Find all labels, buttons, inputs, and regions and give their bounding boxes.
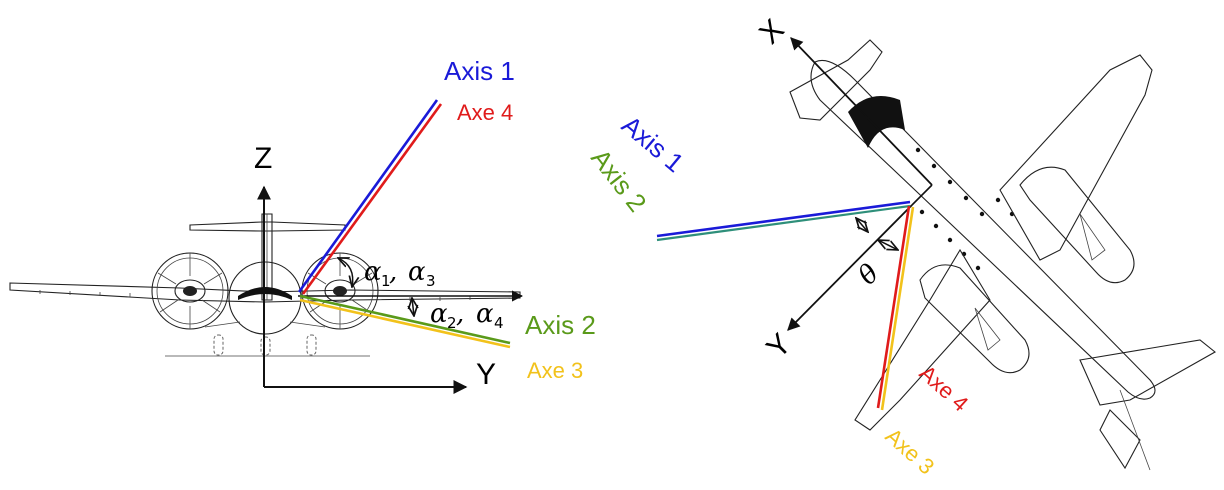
front-sensor-axes (297, 99, 511, 349)
top-axis-2-line (656, 204, 911, 242)
front-axe-3-label: Axe 3 (527, 358, 583, 383)
svg-text:α: α (408, 257, 426, 287)
front-angle-arcs (338, 258, 414, 316)
top-axe-3-label: Axe 3 (881, 423, 940, 479)
top-axe-4-label: Axe 4 (915, 360, 974, 416)
svg-text:1: 1 (381, 272, 391, 290)
aircraft-front-view-drawing (9, 213, 521, 357)
svg-text:,: , (456, 299, 464, 329)
alpha-1-3-arc (338, 258, 353, 287)
alpha-2-4-arc (412, 298, 414, 316)
top-view-panel: X Y θ Axis 1 Axis 2 Axe 4 Axe 3 (585, 13, 1216, 479)
theta-indicator: θ (853, 218, 898, 291)
x-axis-label: X (753, 13, 790, 50)
svg-text:α: α (430, 299, 448, 329)
svg-text:α: α (476, 299, 494, 329)
svg-text:4: 4 (494, 314, 504, 332)
aircraft-top-view-drawing (789, 39, 1216, 471)
y-axis-top-arrow (787, 204, 913, 331)
top-axe-4-line (876, 205, 911, 409)
front-axis-2-label: Axis 2 (525, 310, 596, 340)
alpha-2-4-label: α 2 , α 4 (430, 299, 504, 332)
top-axe-3-line (880, 206, 915, 411)
front-view-panel: Z Y α 1 , α 3 α 2 , α 4 (9, 56, 596, 394)
top-axis-1-line (656, 200, 911, 238)
top-coordinate-axes: X Y (753, 13, 933, 365)
svg-text:α: α (364, 257, 382, 287)
alpha-1-3-label: α 1 , α 3 (364, 257, 436, 290)
y-axis-label: Y (476, 358, 496, 391)
svg-text:2: 2 (447, 314, 457, 332)
top-sensor-axes (656, 200, 915, 411)
theta-label: θ (853, 259, 886, 292)
front-axe-3-line (299, 298, 511, 349)
front-coordinate-axes: Z Y (254, 142, 496, 394)
front-axis-1-label: Axis 1 (444, 56, 515, 86)
svg-text:,: , (389, 257, 397, 287)
front-axis-1-line (297, 99, 439, 293)
x-axis-body-line (911, 184, 933, 206)
front-axis-2-line (299, 294, 511, 345)
y-axis-top-label: Y (760, 327, 797, 364)
z-axis-label: Z (254, 142, 272, 175)
front-axe-4-label: Axe 4 (457, 100, 513, 125)
svg-text:3: 3 (426, 272, 436, 290)
front-axe-4-line (301, 103, 443, 295)
x-axis-arrow (790, 37, 933, 186)
